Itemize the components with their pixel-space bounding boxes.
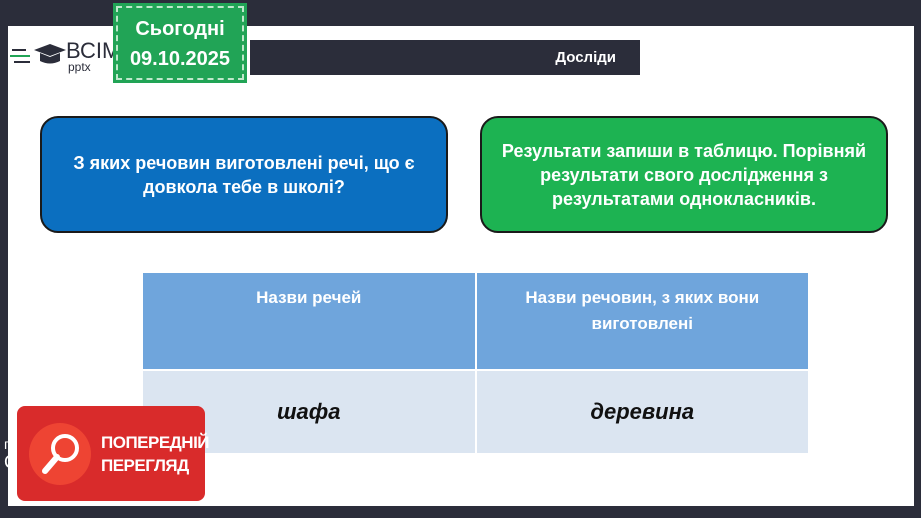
- logo: ВСІМ pptx: [10, 36, 120, 76]
- question-box: З яких речовин виготовлені речі, що є до…: [40, 116, 448, 233]
- magnifier-icon: [29, 422, 91, 485]
- table-header: Назви речовин, з яких вони виготовлені: [474, 273, 808, 370]
- task-box: Результати запиши в таблицю. Порівняй ре…: [480, 116, 888, 233]
- graduation-cap-icon: [10, 44, 66, 64]
- table-header: Назви речей: [143, 273, 476, 370]
- slide-title: Досліди: [250, 40, 640, 75]
